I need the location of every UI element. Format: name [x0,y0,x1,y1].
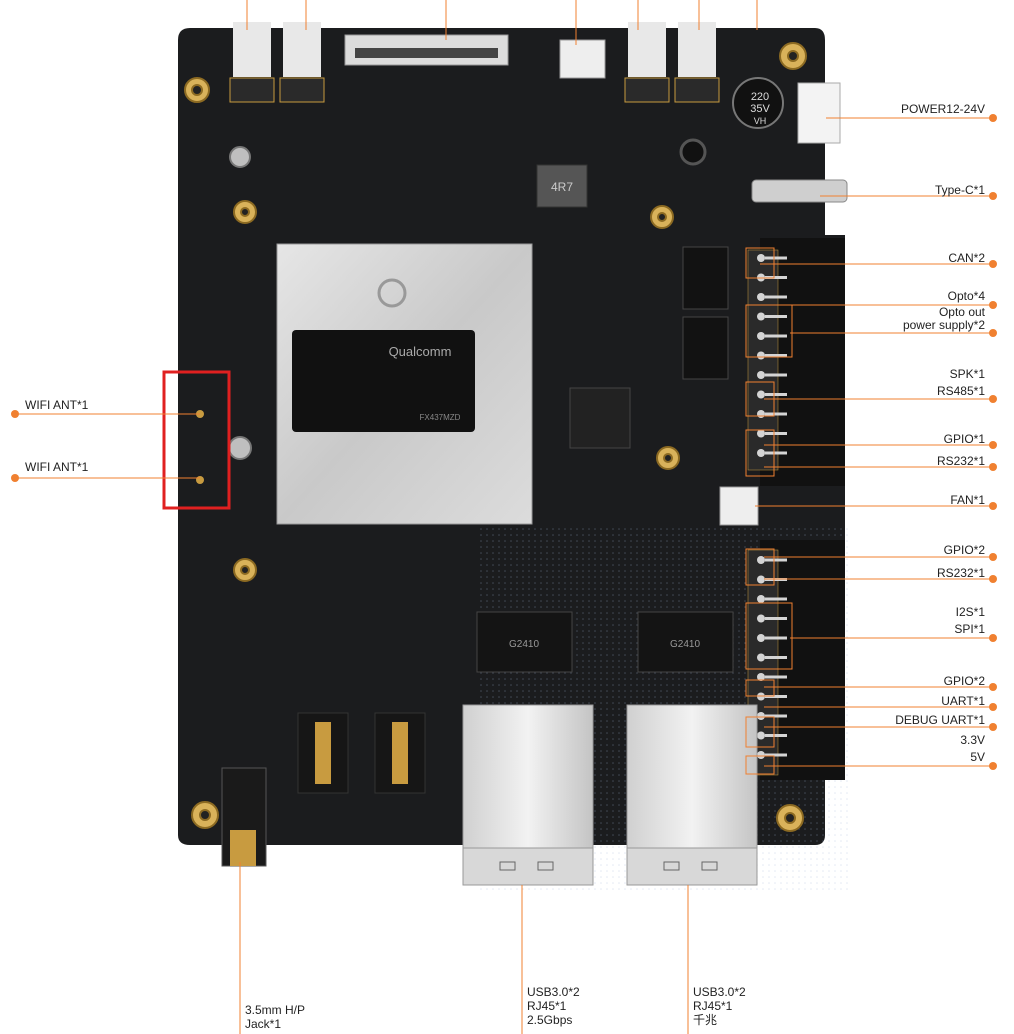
right-headers [747,238,845,780]
label-rs232-1: RS232*1 [936,454,985,468]
label-fan: FAN*1 [950,493,985,507]
header-pin [757,312,765,321]
header-pin [757,390,765,399]
leader-dots [11,114,997,770]
label-3v3: 3.3V [960,733,985,747]
label-uart: UART*1 [941,694,985,708]
header-pin [757,351,765,360]
header-pin [757,410,765,418]
svg-text:VH: VH [754,116,767,126]
header-pin [757,332,765,340]
header-pin-lead [765,636,787,640]
header-pin [757,254,765,262]
rj45-usb-1 [462,704,594,886]
label-typec: Type-C*1 [934,183,985,197]
label-rs232-2: RS232*1 [936,566,985,580]
pcb-board [178,28,845,845]
header-pin [757,575,765,584]
wifi-highlight-box [162,370,231,510]
label-gpio2b: GPIO*2 [943,674,985,688]
header-pin [757,653,765,662]
label-rs485: RS485*1 [936,384,985,398]
mounting-holes [184,42,807,832]
label-jack: 3.5mm H/P Jack*1 [245,1003,306,1031]
audio-jack [221,767,267,867]
header-pin-lead [765,256,787,260]
label-wifi-1: WIFI ANT*1 [25,398,89,412]
label-spi: SPI*1 [954,622,985,636]
header-pin [757,614,765,623]
header-pin [757,449,765,457]
inductor [536,164,588,208]
header-pin-lead [765,656,787,659]
label-wifi-2: WIFI ANT*1 [25,460,89,474]
soc-shield [276,243,533,525]
header-pin-lead [765,695,787,698]
label-opto: Opto*4 [947,289,985,303]
rj45-usb-2 [626,704,758,886]
header-pin-lead [765,714,787,718]
label-spk: SPK*1 [949,367,985,381]
label-usb-rj45-1: USB3.0*2 RJ45*1 2.5Gbps [527,985,580,1027]
label-power: POWER12-24V [900,102,985,116]
magnetics-1 [476,611,573,673]
header-pin [757,731,765,740]
label-usb-rj45-2: USB3.0*2 RJ45*1 千兆 [693,985,746,1027]
header-pin [757,692,765,701]
header-pin-lead [765,276,787,279]
label-i2s: I2S*1 [955,605,985,619]
header-pin-lead [765,753,787,757]
header-pin [757,595,765,603]
svg-text:220: 220 [751,91,769,103]
svg-text:Qualcomm: Qualcomm [389,344,452,359]
header-pin-lead [765,734,787,737]
label-gpio1: GPIO*1 [943,432,985,446]
label-opto-out-1: Opto out [938,305,985,319]
header-pin-lead [765,432,787,435]
header-pin-lead [765,295,787,299]
header-pin [757,556,765,564]
header-pin [757,751,765,759]
leader-lines [15,0,993,1034]
header-pin [757,273,765,282]
svg-text:FX437MZD: FX437MZD [420,413,461,422]
header-pin-lead [765,315,787,318]
svg-text:G2410: G2410 [509,639,539,650]
header-pin-lead [765,617,787,620]
header-pin-lead [765,393,787,396]
dotted-overlay [478,525,850,893]
label-5v: 5V [970,750,985,764]
header-pin-lead [765,597,787,601]
header-pin [757,634,765,642]
header-pin-lead [765,578,787,581]
label-debug: DEBUG UART*1 [895,713,985,727]
header-pin-lead [765,373,787,377]
header-pin-lead [765,451,787,455]
header-pin [757,712,765,720]
svg-text:G2410: G2410 [670,639,700,650]
header-pin-lead [765,354,787,357]
header-pin [757,429,765,438]
soc-chip [292,330,475,432]
header-pin [757,293,765,301]
header-pin-lead [765,558,787,562]
label-can: CAN*2 [948,251,985,265]
header-pin [757,371,765,379]
power-connector [797,82,841,144]
top-connectors [229,22,720,103]
svg-text:35V: 35V [750,103,770,115]
magnetics-2 [637,611,734,673]
capacitor [732,77,784,129]
label-opto-out-2: power supply*2 [902,318,985,332]
label-gpio2a: GPIO*2 [943,543,985,557]
fan-connector [719,486,759,526]
header-pin-lead [765,334,787,338]
header-pin [757,673,765,681]
header-pin-lead [765,412,787,416]
svg-text:4R7: 4R7 [551,180,573,194]
typec-connector [751,179,848,203]
header-pin-lead [765,675,787,679]
